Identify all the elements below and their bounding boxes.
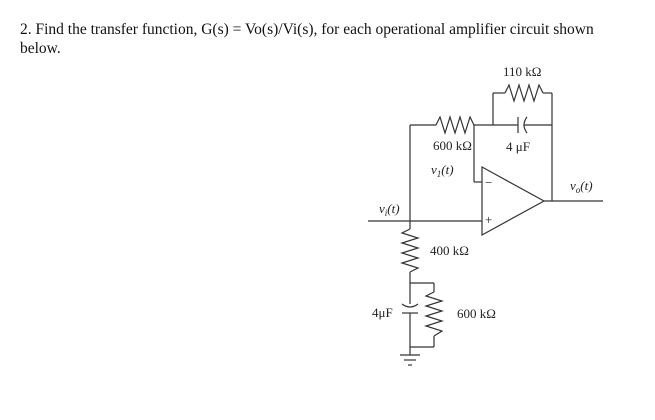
feedback-network	[492, 82, 553, 201]
op-amp: − +	[481, 165, 546, 237]
op-amp-triangle	[481, 165, 546, 237]
label-vo: vo(t)	[570, 178, 593, 195]
label-c-ground: 4μF	[372, 305, 393, 320]
capacitor-4uf-ground-symbol	[401, 303, 419, 314]
label-c-feedback: 4 μF	[506, 139, 530, 154]
problem-statement: 2. Find the transfer function, G(s) = Vo…	[20, 21, 594, 57]
label-r-divider: 400 kΩ	[430, 243, 469, 258]
ground-network	[400, 282, 445, 366]
label-r-feedback: 110 kΩ	[503, 64, 541, 79]
label-v1: v1(t)	[431, 162, 454, 179]
label-r-input: 600 kΩ	[433, 138, 472, 153]
ground-symbol	[400, 354, 420, 366]
vi-input-wiring	[368, 220, 482, 300]
op-amp-plus-terminal: +	[485, 212, 492, 227]
resistor-110k-symbol	[504, 82, 544, 104]
resistor-600k-input-symbol	[435, 114, 475, 136]
label-r-ground: 600 kΩ	[457, 306, 496, 321]
capacitor-4uf-feedback-symbol	[517, 116, 528, 134]
resistor-400k-symbol	[399, 228, 421, 273]
input-network	[409, 114, 493, 221]
resistor-600k-ground-symbol	[423, 291, 445, 337]
label-vi: vi(t)	[379, 201, 400, 218]
op-amp-minus-terminal: −	[485, 175, 492, 190]
